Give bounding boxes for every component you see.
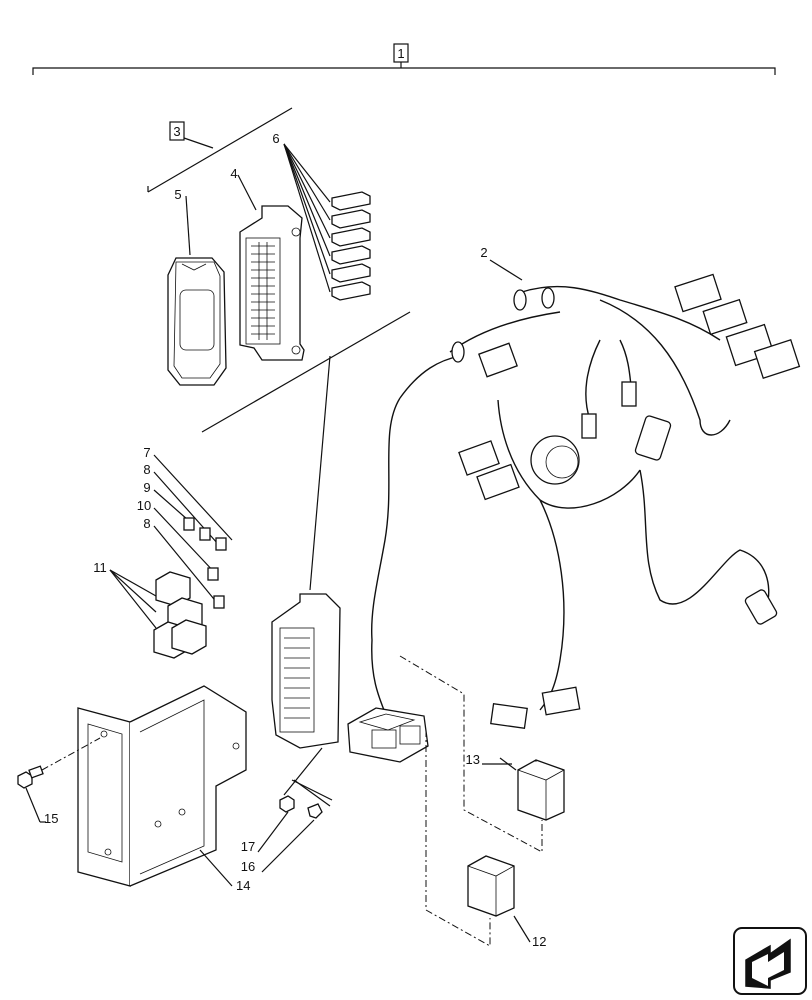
callout-15: 15 <box>44 811 58 826</box>
relay-fuse-block <box>347 707 429 763</box>
assembly-bracket-1: 1 <box>32 43 776 75</box>
subassembly-bracket-3: 3 <box>147 107 293 193</box>
callout-9: 9 <box>143 480 150 495</box>
callout-13: 13 <box>466 752 480 767</box>
callout-6: 6 <box>272 131 279 146</box>
callout-5: 5 <box>174 187 181 202</box>
relay-13: 13 <box>399 655 565 853</box>
main-connector: 4 <box>230 166 305 361</box>
callout-8-top: 8 <box>143 462 150 477</box>
relays-small: 11 <box>93 560 207 659</box>
callout-12: 12 <box>532 934 546 949</box>
callout-10: 10 <box>137 498 151 513</box>
callout-4: 4 <box>230 166 237 181</box>
callout-8-bottom: 8 <box>143 516 150 531</box>
relay-12: 12 <box>425 730 546 949</box>
callout-7: 7 <box>143 445 150 460</box>
callout-1: 1 <box>397 46 404 61</box>
terminal-clips: 6 <box>272 131 371 301</box>
nut-and-bolt: 17 16 <box>241 747 331 874</box>
connector-assembly <box>271 593 341 749</box>
fuses: 7 8 9 10 8 <box>137 445 233 609</box>
connector-cover: 5 <box>167 187 227 386</box>
callout-17: 17 <box>241 839 255 854</box>
wiring-harness: 2 <box>370 245 801 730</box>
bolt-15: 15 <box>17 737 101 826</box>
next-page-arrow-icon[interactable] <box>733 927 807 995</box>
callout-3: 3 <box>173 124 180 139</box>
mounting-bracket: 14 <box>77 685 250 893</box>
callout-16: 16 <box>241 859 255 874</box>
terminal-clip <box>331 191 371 301</box>
callout-11: 11 <box>93 560 107 575</box>
callout-2: 2 <box>480 245 487 260</box>
callout-14: 14 <box>236 878 250 893</box>
